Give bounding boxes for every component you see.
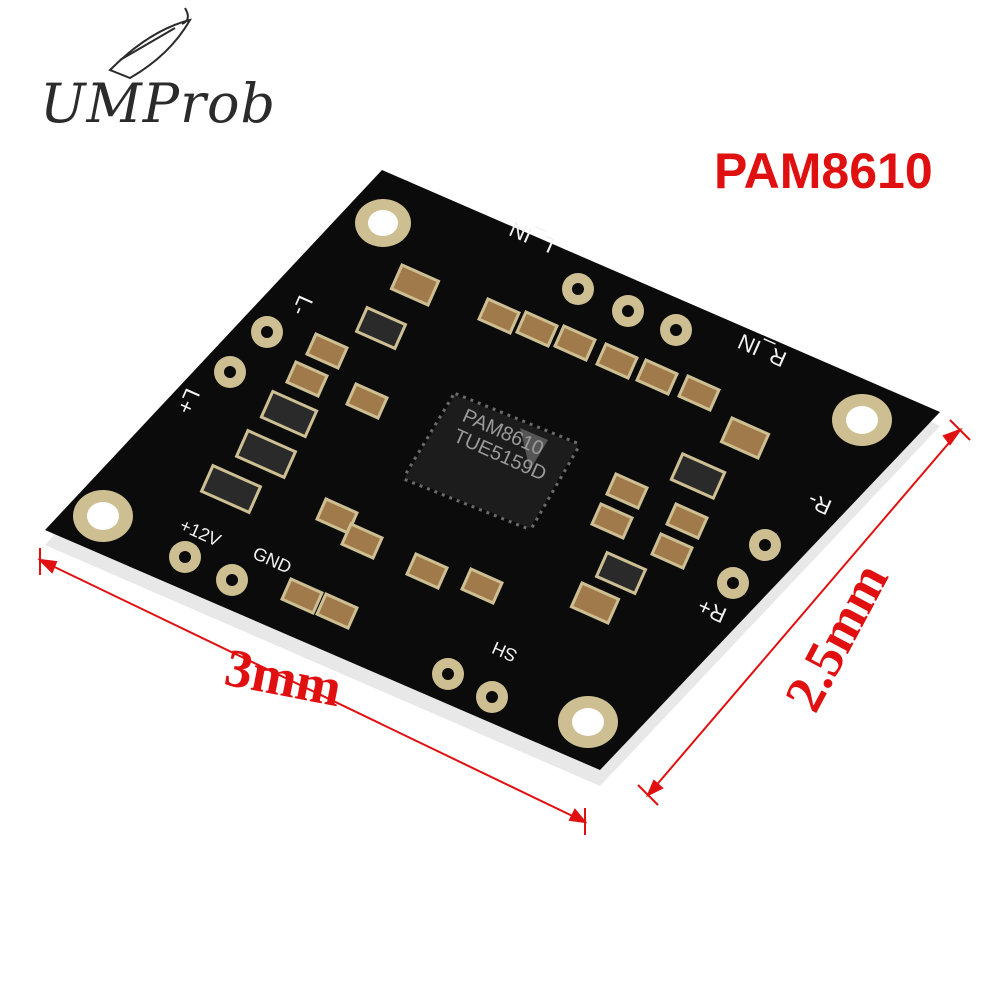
brand-logo: UMProb xyxy=(40,72,277,135)
mounting-holes xyxy=(73,199,892,748)
smd-components xyxy=(199,263,771,630)
width-dimension-line xyxy=(39,559,586,823)
feather-logo-icon xyxy=(108,7,193,80)
height-dimension-line xyxy=(647,429,961,796)
amplifier-chip xyxy=(400,391,583,532)
product-title: PAM8610 xyxy=(714,143,933,199)
